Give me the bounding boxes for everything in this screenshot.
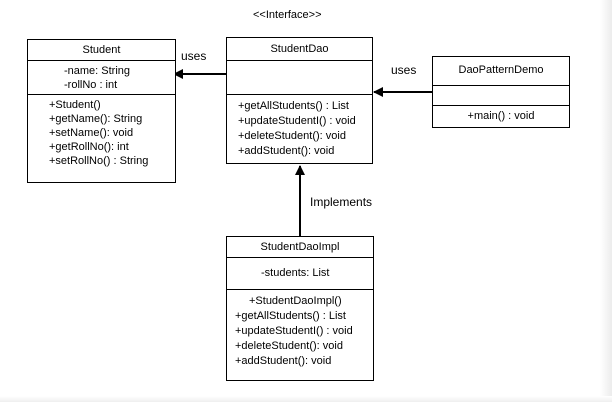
uses-label-left: uses: [181, 49, 207, 63]
bottom-edge-shadow: [0, 396, 612, 402]
method: +StudentDaoImpl(): [249, 295, 342, 307]
method: +deleteStudent(): void: [238, 130, 346, 142]
method: +Student(): [49, 99, 101, 111]
method: +getAllStudents() : List: [238, 100, 349, 112]
class-name: DaoPatternDemo: [458, 64, 544, 76]
method: +setRollNo() : String: [49, 155, 149, 167]
method: +deleteStudent(): void: [235, 340, 343, 352]
attribute: -students: List: [261, 267, 330, 279]
attributes-section: -name: String -rollNo : int: [28, 60, 175, 94]
method: +getName(): String: [49, 113, 143, 125]
methods-section: +StudentDaoImpl() +getAllStudents() : Li…: [227, 289, 373, 369]
methods-section: +getAllStudents() : List +updateStudentI…: [227, 94, 372, 159]
class-daopatterndemo: DaoPatternDemo +main() : void: [432, 56, 570, 128]
attributes-section: -students: List: [227, 257, 373, 289]
class-name: StudentDaoImpl: [260, 241, 340, 253]
method: +addStudent(): void: [235, 355, 332, 367]
attribute: -name: String: [64, 65, 131, 77]
methods-section: +Student() +getName(): String +setName()…: [28, 94, 175, 168]
method: +setName(): void: [49, 127, 134, 139]
methods-section: +main() : void: [433, 105, 569, 123]
method: +updateStudentI() : void: [238, 115, 356, 127]
uses-label-right: uses: [391, 63, 417, 77]
method: +getRollNo(): int: [49, 141, 129, 153]
attributes-section: [227, 60, 372, 94]
class-studentdao: StudentDao +getAllStudents() : List +upd…: [226, 37, 373, 164]
implements-label: Implements: [310, 195, 373, 209]
method: +getAllStudents() : List: [235, 310, 346, 322]
class-name: StudentDao: [270, 43, 329, 55]
attributes-section: [433, 85, 569, 105]
class-name: Student: [82, 44, 121, 56]
interface-stereotype: <<Interface>>: [253, 9, 322, 21]
attribute: -rollNo : int: [64, 79, 118, 91]
class-studentdaoimpl: StudentDaoImpl -students: List +StudentD…: [226, 236, 374, 381]
method: +main() : void: [467, 110, 535, 122]
method: +updateStudentI() : void: [235, 325, 353, 337]
method: +addStudent(): void: [238, 145, 335, 157]
class-student: Student -name: String -rollNo : int +Stu…: [27, 39, 176, 183]
right-edge-shadow: [600, 0, 612, 402]
